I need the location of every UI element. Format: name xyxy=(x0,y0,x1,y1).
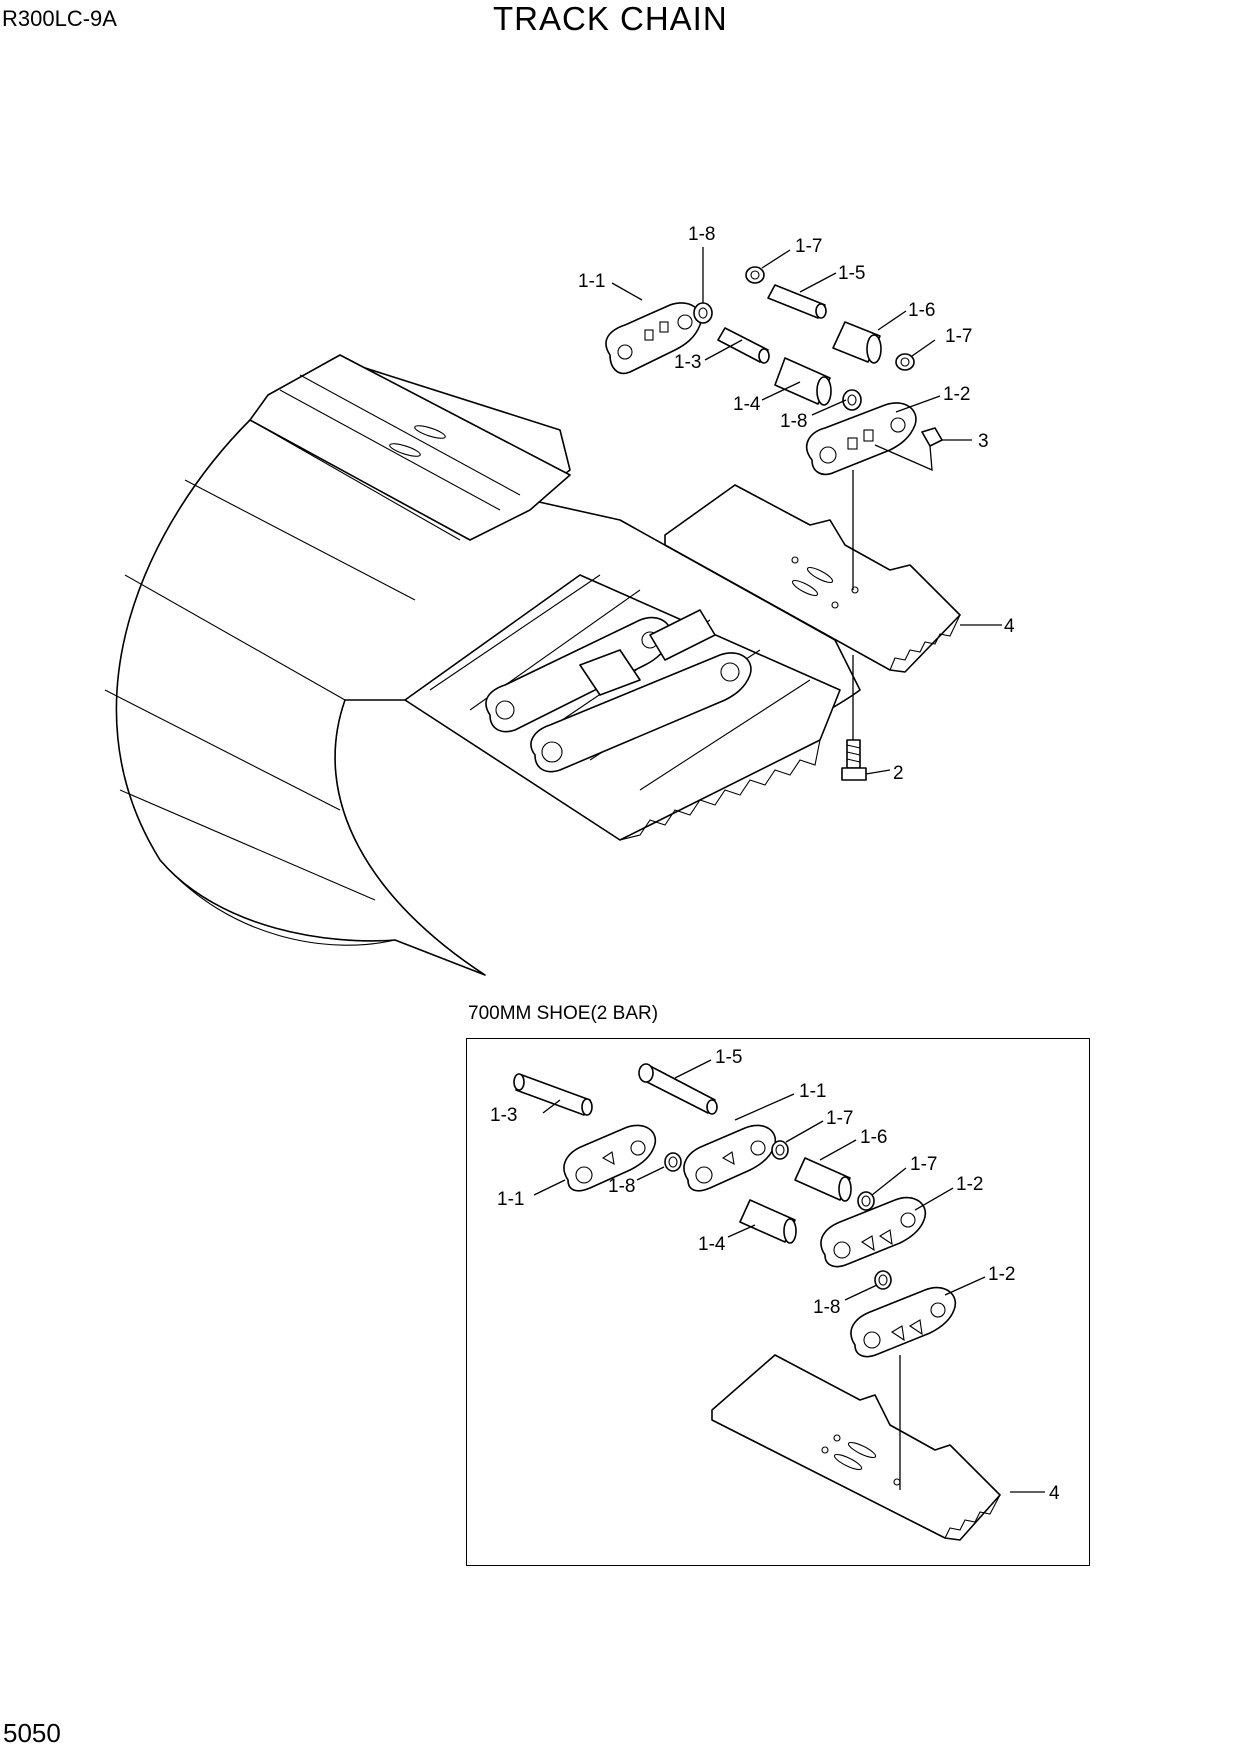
main-leader-lines xyxy=(611,247,1002,775)
inset-bushing-1-4 xyxy=(739,1199,797,1244)
page-title: TRACK CHAIN xyxy=(493,0,728,37)
label-1-8-upper: 1-8 xyxy=(688,224,715,245)
inset-label-1-1-lower: 1-1 xyxy=(497,1189,524,1210)
inset-label-1-7-lower: 1-7 xyxy=(910,1154,937,1175)
inset-frame xyxy=(466,1038,1090,1566)
label-1-7-upper: 1-7 xyxy=(795,236,822,257)
inset-shoe-4 xyxy=(711,1354,1001,1541)
inset-link-1-2-lower xyxy=(850,1286,957,1358)
inset-link-1-2-upper xyxy=(820,1196,927,1268)
label-1-7-right: 1-7 xyxy=(945,326,972,347)
inset-seal-1-8-upper xyxy=(664,1152,682,1172)
pin-1-3 xyxy=(717,327,770,364)
inset-pin-1-3 xyxy=(513,1073,593,1116)
inset-pin-1-5 xyxy=(638,1063,718,1115)
inset-label-1-8-upper: 1-8 xyxy=(608,1176,635,1197)
inset-label-1-1-upper: 1-1 xyxy=(799,1081,826,1102)
inset-label-1-2-upper: 1-2 xyxy=(956,1174,983,1195)
track-belt xyxy=(104,354,861,976)
pin-1-5 xyxy=(767,284,827,319)
inset-link-1-1-right xyxy=(683,1124,777,1192)
link-1-2-main xyxy=(806,402,917,476)
seal-1-7-upper xyxy=(745,266,765,284)
label-1-5: 1-5 xyxy=(838,263,865,284)
inset-label-1-8-lower: 1-8 xyxy=(813,1297,840,1318)
label-1-6: 1-6 xyxy=(908,300,935,321)
link-1-1-main xyxy=(605,302,702,375)
label-1-3: 1-3 xyxy=(674,352,701,373)
bushing-1-6 xyxy=(832,321,882,364)
bolt-2 xyxy=(841,739,867,781)
label-4: 4 xyxy=(1004,616,1015,637)
seal-1-8-lower xyxy=(842,389,862,411)
page-number: 5050 xyxy=(3,1718,61,1748)
inset-label-1-5: 1-5 xyxy=(715,1047,742,1068)
inset-caption: 700MM SHOE(2 BAR) xyxy=(468,1003,659,1024)
bushing-1-4 xyxy=(774,357,832,406)
inset-link-1-1-left xyxy=(563,1124,657,1192)
inset-seal-1-7-upper xyxy=(771,1140,789,1160)
inset-bushing-1-6 xyxy=(794,1157,852,1202)
nut-3 xyxy=(921,427,943,447)
chain-links-assembly xyxy=(485,609,752,773)
inset-leader-lines xyxy=(533,1059,1045,1493)
seal-1-8-upper xyxy=(693,302,713,324)
label-1-4: 1-4 xyxy=(733,394,761,415)
inset-label-1-7-upper: 1-7 xyxy=(826,1108,853,1129)
inset-label-1-6: 1-6 xyxy=(860,1127,887,1148)
seal-1-7-right xyxy=(895,353,915,371)
model-number: R300LC-9A xyxy=(2,6,117,31)
label-1-1: 1-1 xyxy=(578,271,605,292)
inset-label-1-4: 1-4 xyxy=(698,1234,726,1255)
inset-label-4: 4 xyxy=(1049,1483,1060,1504)
inset-label-1-3: 1-3 xyxy=(490,1105,517,1126)
inset-seal-1-7-lower xyxy=(857,1191,875,1211)
inset-seal-1-8-lower xyxy=(874,1270,892,1290)
inset-label-1-2-lower: 1-2 xyxy=(988,1264,1015,1285)
label-3: 3 xyxy=(978,431,989,452)
label-1-8-lower: 1-8 xyxy=(780,411,807,432)
shoe-4-main xyxy=(664,484,961,673)
label-2: 2 xyxy=(893,763,904,784)
label-1-2: 1-2 xyxy=(943,384,970,405)
